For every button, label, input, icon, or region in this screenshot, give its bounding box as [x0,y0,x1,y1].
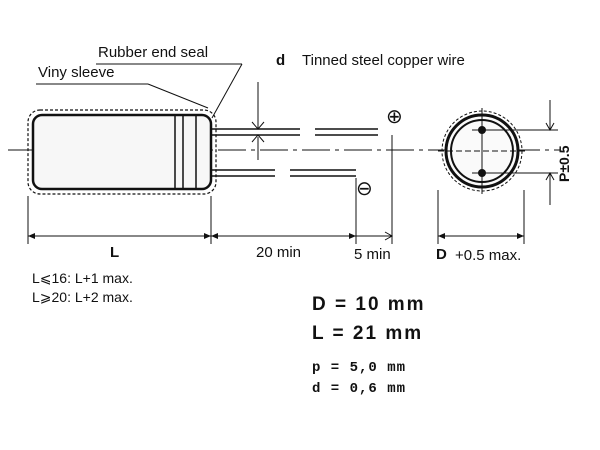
rubber-end-seal-label: Rubber end seal [98,44,209,61]
spec-pitch: p = 5,0 mm [312,360,407,376]
lead-length-label: 20 min [256,244,302,261]
capacitor-body [27,109,217,195]
pitch-dimension [492,100,558,205]
length-symbol: L [110,244,120,261]
wire-diameter-dimension [251,82,265,160]
pitch-label: P±0.5 [556,145,572,182]
spec-diameter: D = 10 mm [312,294,426,315]
minus-terminal-icon: ⊖ [356,178,373,200]
vinyl-sleeve-label: Viny sleeve [38,64,115,81]
spec-wire-diameter: d = 0,6 mm [312,381,407,397]
wire-diameter-symbol: d [276,52,286,69]
dimension-line-5min [356,231,394,241]
min-5-label: 5 min [354,246,391,263]
lead-wires [211,128,378,177]
label-leaders [36,63,243,119]
tolerance-note-short: L⩽16: L+1 max. [32,270,133,286]
plus-terminal-icon: ⊕ [386,106,403,128]
diameter-tolerance-label: +0.5 max. [455,247,522,264]
spec-length: L = 21 mm [312,323,424,344]
wire-description-label: Tinned steel copper wire [302,52,465,69]
diameter-symbol: D [436,246,447,263]
tolerance-note-long: L⩾20: L+2 max. [32,289,133,305]
capacitor-end-view [438,108,526,194]
